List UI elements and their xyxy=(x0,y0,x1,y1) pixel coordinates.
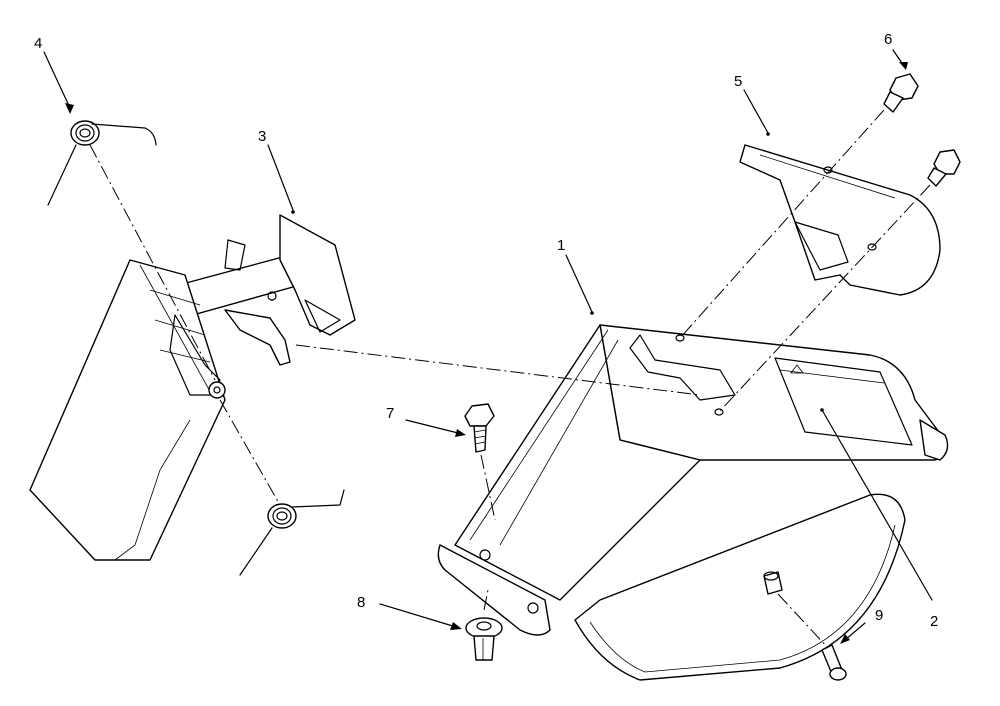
part-4-torsion-spring-top xyxy=(47,120,157,206)
callout-7: 7 xyxy=(386,405,394,422)
callout-2: 2 xyxy=(930,613,938,630)
part-3-latch-bracket xyxy=(159,214,356,366)
part-6-bolt-lower xyxy=(927,149,961,187)
part-1-chute-body xyxy=(437,324,949,681)
part-4-torsion-spring-bottom xyxy=(239,489,345,576)
assembly-centerlines xyxy=(89,109,931,649)
part-7-screw xyxy=(464,403,495,453)
leader-2-dot xyxy=(820,408,824,412)
callout-4: 4 xyxy=(34,35,42,52)
hinge-flap-assembly xyxy=(29,259,226,561)
leader-2 xyxy=(821,409,933,601)
part-8-push-rivet xyxy=(465,617,503,661)
callout-5: 5 xyxy=(734,73,742,90)
callout-9: 9 xyxy=(875,607,883,624)
part-5-cover-bracket xyxy=(739,144,941,296)
leader-lines xyxy=(43,49,908,644)
callout-3: 3 xyxy=(258,128,266,145)
part-9-screw xyxy=(763,571,847,681)
callout-8: 8 xyxy=(357,594,365,611)
part-6-bolt-upper xyxy=(883,73,919,113)
callout-6: 6 xyxy=(884,31,892,48)
callout-1: 1 xyxy=(557,237,565,254)
